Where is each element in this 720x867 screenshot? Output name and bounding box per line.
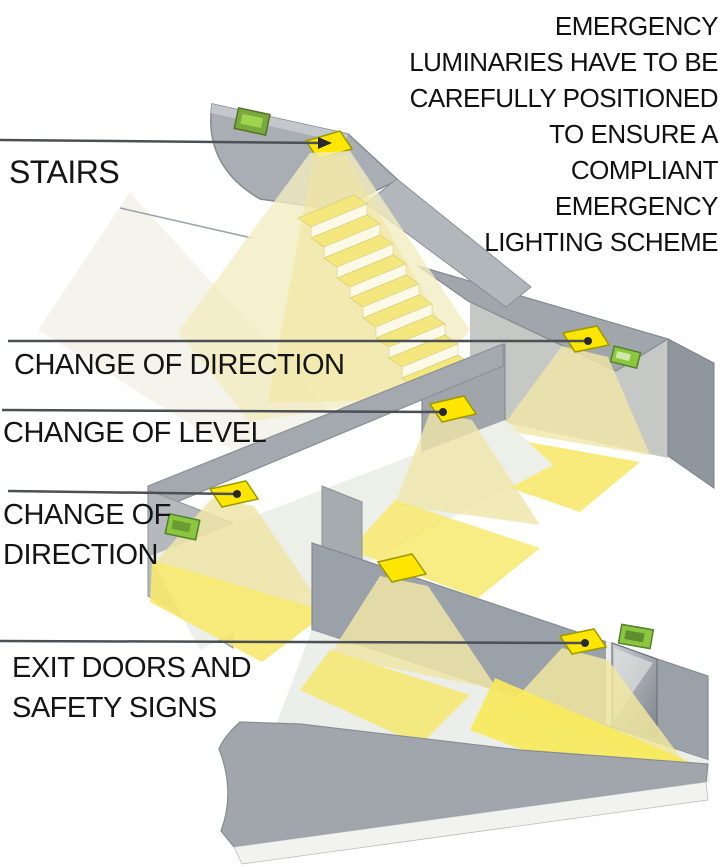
staircase (297, 194, 472, 399)
luminaire-icon (376, 553, 428, 583)
note-block: EMERGENCY LUMINARIES HAVE TO BE CAREFULL… (373, 8, 718, 260)
callout-change-of-direction-1: CHANGE OF DIRECTION (14, 349, 345, 381)
callout-line: EXIT DOORS AND (12, 652, 252, 684)
floor-light-pool (300, 650, 470, 745)
exit-sign-icon (164, 513, 201, 541)
leader-line-exit-doors (0, 639, 586, 645)
exit-sign-icon (617, 623, 655, 650)
leader-line-stairs (0, 138, 327, 145)
callout-line: DIRECTION (3, 539, 158, 572)
light-cone (500, 346, 650, 455)
leader-endpoints (233, 137, 592, 647)
floor-light-pool (350, 500, 540, 598)
callout-stairs: STAIRS (9, 154, 120, 190)
exit-sign-icon (233, 107, 271, 136)
light-cone (395, 412, 540, 525)
callout-exit-doors: EXIT DOORS AND SAFETY SIGNS (12, 648, 252, 728)
note-line: TO ENSURE A (549, 119, 718, 149)
corridor-c-floor-strip (233, 781, 709, 865)
corridor-middle (147, 342, 553, 662)
note-line: COMPLIANT (570, 155, 719, 185)
note-line: EMERGENCY (554, 191, 719, 221)
handrail-edge (119, 207, 253, 239)
note-line: CAREFULLY POSITIONED (409, 83, 719, 113)
note-line: LIGHTING SCHEME (484, 227, 718, 257)
callout-change-of-level: CHANGE OF LEVEL (3, 417, 267, 449)
callout-line: SAFETY SIGNS (12, 692, 217, 725)
leader-lines (0, 138, 588, 645)
light-cone (505, 648, 690, 770)
note-line: LUMINARIES HAVE TO BE (409, 47, 718, 77)
leader-line-change-of-direction-2 (7, 489, 238, 496)
callout-change-of-direction-2: CHANGE OF DIRECTION (3, 495, 171, 575)
light-cone (330, 576, 498, 690)
note-line: EMERGENCY (554, 11, 719, 41)
callout-line: CHANGE OF (3, 499, 171, 531)
corridor-a-right-wall (667, 338, 715, 489)
corridor-lower (218, 542, 710, 865)
leader-arrow (318, 137, 332, 149)
floor-light-pool (150, 560, 328, 662)
leader-line-change-of-level (1, 408, 444, 414)
exit-sign-icon (609, 345, 642, 370)
